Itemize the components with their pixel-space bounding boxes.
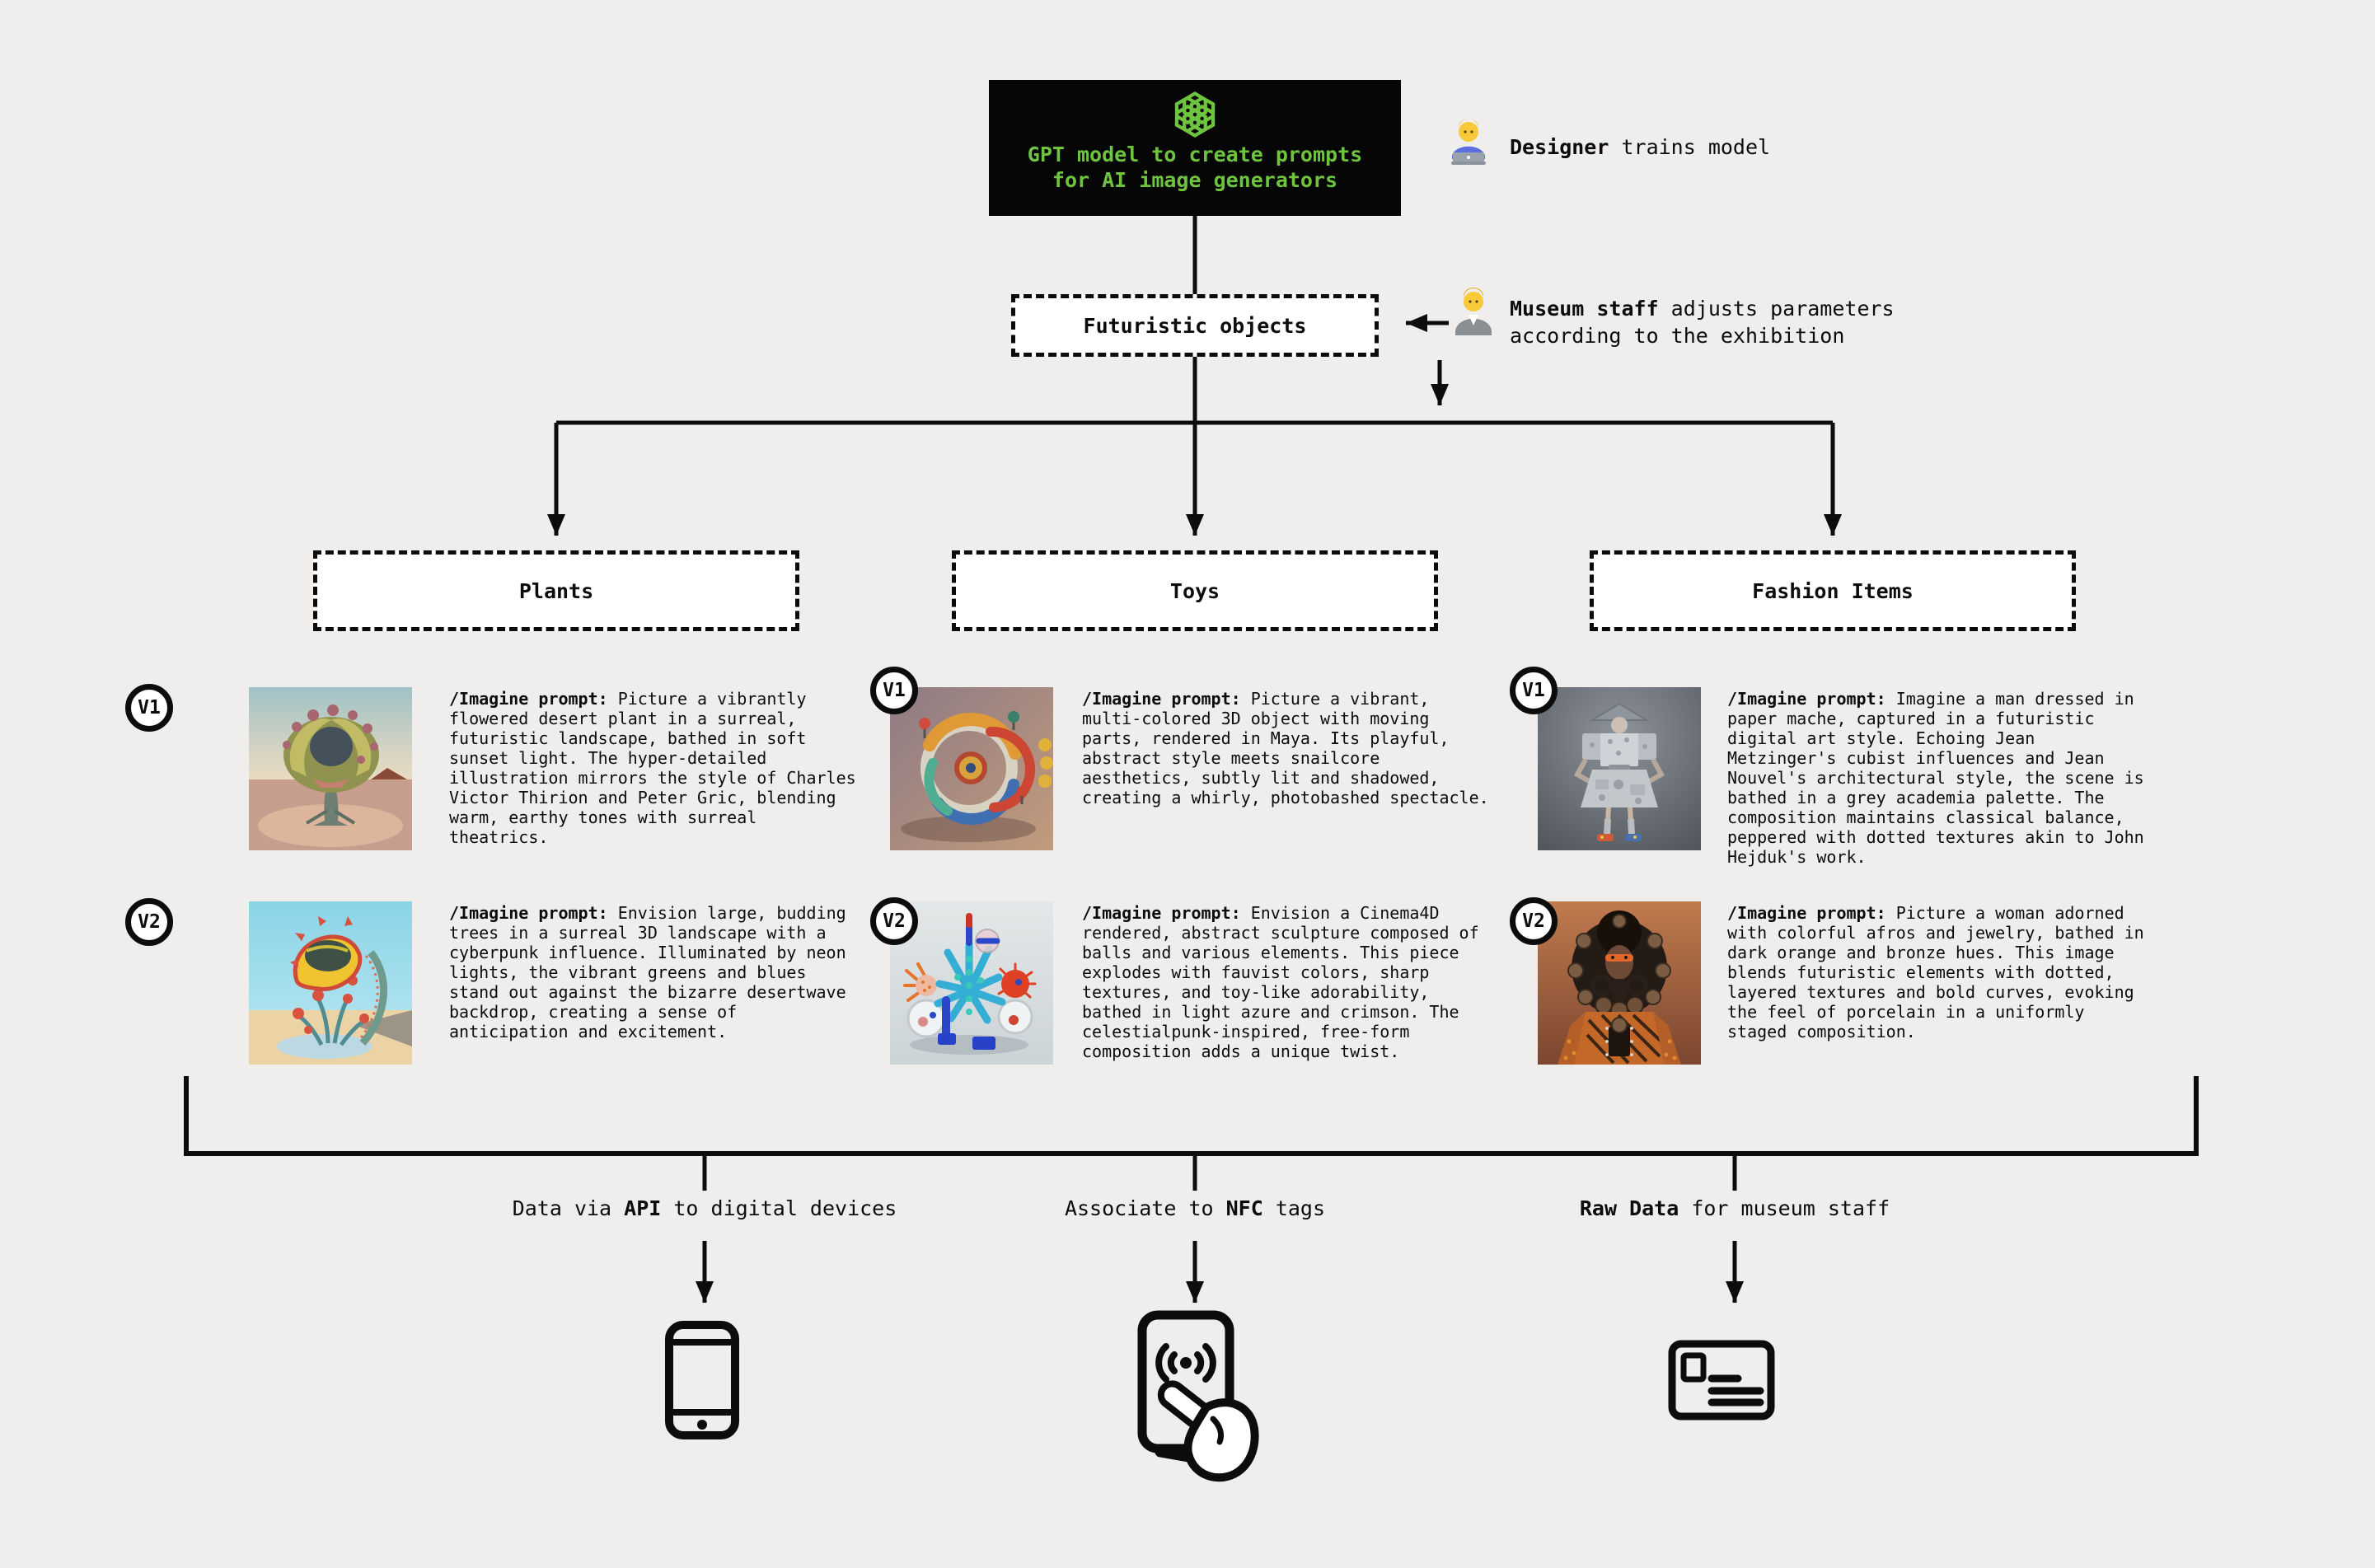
museum-staff-note-text: adjusts parameters according to the exhi… <box>1510 297 1895 348</box>
prompt-fashion-v1: /Imagine prompt: Imagine a man dressed i… <box>1727 689 2148 867</box>
badge-fashion-v2-label: V2 <box>1522 910 1545 932</box>
fashion-v1-image <box>1538 687 1701 850</box>
gpt-model-box: GPT model to create prompts for AI image… <box>989 80 1401 216</box>
category-box-fashion-items: Fashion Items <box>1590 550 2076 631</box>
gpt-box-title-line2: for AI image generators <box>1052 168 1338 192</box>
badge-toys-v1-label: V1 <box>883 680 906 701</box>
category-label-toys: Toys <box>1169 578 1220 603</box>
prompt-fashion-v1-label: /Imagine prompt: <box>1727 689 1886 709</box>
category-box-toys: Toys <box>952 550 1438 631</box>
badge-fashion-v1-label: V1 <box>1522 680 1545 701</box>
designer-note-bold: Designer <box>1510 135 1609 159</box>
category-label-plants: Plants <box>518 578 594 603</box>
prompt-fashion-v1-text: Imagine a man dressed in paper mache, ca… <box>1727 689 2144 867</box>
toys-v1-image <box>890 687 1053 850</box>
output-label-api: Data via API to digital devices <box>441 1196 968 1220</box>
output-label-nfc: Associate to NFC tags <box>931 1196 1459 1220</box>
prompt-toys-v1-label: /Imagine prompt: <box>1082 689 1241 709</box>
badge-toys-v2-label: V2 <box>883 910 906 932</box>
output-rawdata-bold: Raw Data <box>1579 1196 1679 1220</box>
prompt-plants-v1-label: /Imagine prompt: <box>449 689 608 709</box>
museum-staff-emoji-icon <box>1455 288 1492 335</box>
plants-v1-image <box>249 687 412 850</box>
output-api-pre: Data via <box>512 1196 625 1220</box>
designer-note: Designer trains model <box>1510 133 1770 161</box>
prompt-plants-v1-text: Picture a vibrantly flowered desert plan… <box>449 689 856 847</box>
prompt-toys-v2-text: Envision a Cinema4D rendered, abstract s… <box>1082 903 1479 1061</box>
badge-fashion-v2: V2 <box>1510 897 1558 945</box>
prompt-fashion-v2-label: /Imagine prompt: <box>1727 903 1886 923</box>
nfc-tap-icon <box>1137 1310 1259 1482</box>
prompt-toys-v1-text: Picture a vibrant, multi-colored 3D obje… <box>1082 689 1489 807</box>
prompt-fashion-v2-text: Picture a woman adorned with colorful af… <box>1727 903 2144 1041</box>
prompt-plants-v2: /Imagine prompt: Envision large, budding… <box>449 903 865 1041</box>
badge-plants-v2-label: V2 <box>138 911 161 933</box>
badge-plants-v2: V2 <box>125 898 173 946</box>
badge-plants-v1: V1 <box>125 684 173 732</box>
badge-toys-v1: V1 <box>870 667 918 714</box>
designer-note-text: trains model <box>1609 135 1771 159</box>
toys-v2-image <box>890 901 1053 1065</box>
prompt-toys-v1: /Imagine prompt: Picture a vibrant, mult… <box>1082 689 1498 807</box>
futuristic-objects-box: Futuristic objects <box>1011 294 1379 357</box>
output-label-rawdata: Raw Data for museum staff <box>1471 1196 1998 1220</box>
plants-v2-image <box>249 901 412 1065</box>
badge-plants-v1-label: V1 <box>138 697 161 718</box>
output-nfc-bold: NFC <box>1225 1196 1263 1220</box>
prompt-plants-v2-text: Envision large, budding trees in a surre… <box>449 903 846 1041</box>
badge-toys-v2: V2 <box>870 897 918 945</box>
output-api-post: to digital devices <box>661 1196 897 1220</box>
openai-logo-icon <box>1174 91 1216 138</box>
output-api-bold: API <box>624 1196 662 1220</box>
output-nfc-pre: Associate to <box>1064 1196 1226 1220</box>
prompt-plants-v1: /Imagine prompt: Picture a vibrantly flo… <box>449 689 865 847</box>
category-box-plants: Plants <box>313 550 799 631</box>
smartphone-icon <box>665 1321 739 1439</box>
prompt-fashion-v2: /Imagine prompt: Picture a woman adorned… <box>1727 903 2148 1041</box>
gpt-box-title-line1: GPT model to create prompts <box>1027 143 1363 166</box>
prompt-toys-v2: /Imagine prompt: Envision a Cinema4D ren… <box>1082 903 1498 1061</box>
prompt-plants-v2-label: /Imagine prompt: <box>449 903 608 923</box>
fashion-v2-image <box>1538 901 1701 1065</box>
postcard-icon <box>1668 1340 1775 1421</box>
futuristic-objects-label: Futuristic objects <box>1083 313 1307 338</box>
museum-staff-note: Museum staff adjusts parameters accordin… <box>1510 295 1922 349</box>
designer-emoji-icon <box>1451 119 1486 165</box>
museum-staff-note-bold: Museum staff <box>1510 297 1659 321</box>
prompt-toys-v2-label: /Imagine prompt: <box>1082 903 1241 923</box>
category-label-fashion-items: Fashion Items <box>1752 578 1914 603</box>
output-nfc-post: tags <box>1262 1196 1326 1220</box>
output-rawdata-post: for museum staff <box>1679 1196 1890 1220</box>
badge-fashion-v1: V1 <box>1510 667 1558 714</box>
